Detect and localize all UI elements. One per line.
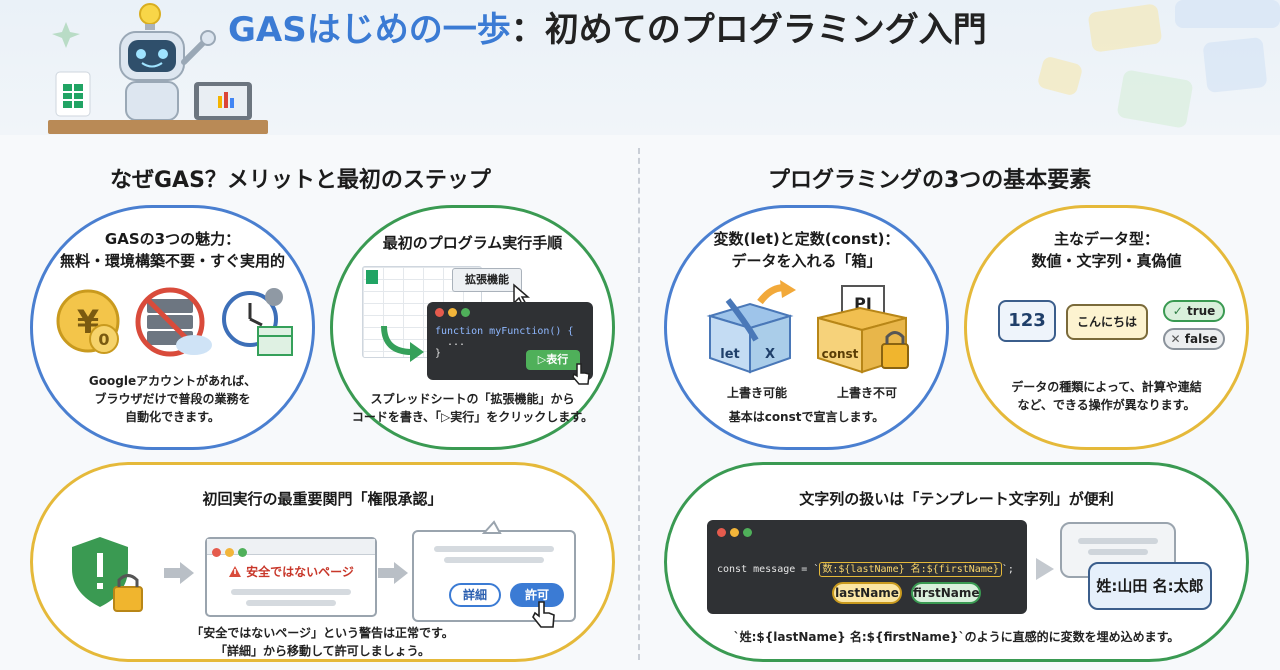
true-pill: ✓ true xyxy=(1163,300,1225,322)
let-box-icon: let X xyxy=(706,280,796,374)
decor-shape xyxy=(1087,3,1163,53)
result-bubble: 姓:山田 名:太郎 xyxy=(1088,562,1212,610)
check-icon: ✓ xyxy=(1172,304,1183,318)
hand-cursor-icon xyxy=(572,363,590,385)
auth-description: 「安全ではないページ」という警告は正常です。 「詳細」から移動して許可しましょう… xyxy=(191,626,454,658)
string-bubble: こんにちは xyxy=(1066,304,1148,340)
decor-shape xyxy=(1202,37,1268,93)
charm-description: Googleアカウントがあれば、 ブラウザだけで普段の業務を 自動化できます。 xyxy=(88,374,257,424)
auth-title: 初回実行の最重要関門「権限承認」 xyxy=(202,490,443,508)
section-divider xyxy=(638,148,640,660)
template-title: 文字列の扱いは「テンプレート文字列」が便利 xyxy=(799,490,1114,508)
const-caption: 上書き不可 xyxy=(836,386,897,400)
dialog-pointer xyxy=(482,520,502,534)
left-section-heading: なぜGAS？メリットと最初のステップ xyxy=(110,168,491,193)
steps-description: スプレッドシートの「拡張機能」から コードを書き、「▷実行」をクリックします。 xyxy=(351,392,594,424)
right-section-heading: プログラミングの3つの基本要素 xyxy=(768,168,1092,193)
warning-text: 安全ではないページ xyxy=(246,565,354,579)
decor-shape xyxy=(1036,55,1084,97)
types-description: データの種類によって、計算や連結 など、できる操作が異なります。 xyxy=(1011,380,1202,412)
code-line: } xyxy=(435,348,442,359)
shield-lock-icon xyxy=(72,537,143,612)
svg-text:const: const xyxy=(822,347,859,361)
firstName-tag: firstName xyxy=(911,582,981,604)
steps-title: 最初のプログラム実行手順 xyxy=(382,234,563,252)
page-title: GASはじめの一歩：初めてのプログラミング入門 xyxy=(228,2,987,51)
arrow-right-icon xyxy=(378,562,408,584)
yen-coin-icon: ¥ 0 xyxy=(56,289,120,354)
lightbulb-icon xyxy=(139,3,161,25)
details-button[interactable]: 詳細 xyxy=(449,583,501,607)
sparkle-icon xyxy=(52,22,80,48)
code-line: ... xyxy=(447,337,466,348)
template-expression: 数:${lastName} 名:${firstName} xyxy=(819,562,1002,577)
sheets-icon xyxy=(366,270,378,284)
let-caption: 上書き可能 xyxy=(726,386,787,400)
code-line: function myFunction() { xyxy=(435,326,574,337)
arrow-right-icon xyxy=(164,562,194,584)
extensions-menu[interactable]: 拡張機能 xyxy=(452,268,522,292)
cross-icon: ✕ xyxy=(1170,332,1181,346)
charm-icons: ¥ 0 xyxy=(56,287,293,357)
svg-text:X: X xyxy=(765,347,775,362)
vars-title: 変数(let)と定数(const)： データを入れる「箱」 xyxy=(713,230,900,270)
allow-button[interactable]: 許可 xyxy=(510,583,564,607)
title-accent: GASはじめの一歩 xyxy=(228,10,511,50)
svg-text:0: 0 xyxy=(98,330,109,349)
decor-shape xyxy=(1175,0,1280,28)
svg-text:let: let xyxy=(720,347,740,362)
false-pill: ✕ false xyxy=(1163,328,1225,350)
green-arrow-icon xyxy=(381,325,424,362)
hand-cursor-icon xyxy=(532,601,555,628)
lastName-tag: lastName xyxy=(832,582,902,604)
charm-title: GASの3つの魅力： 無料・環境構築不要・すぐ実用的 xyxy=(59,230,285,270)
vars-note: 基本はconstで宣言します。 xyxy=(728,410,885,424)
run-button[interactable]: ▷表行 xyxy=(526,350,580,370)
decor-shape xyxy=(1116,69,1194,129)
clock-calendar-icon xyxy=(222,288,293,356)
robot-illustration xyxy=(48,3,268,134)
const-box-icon: PI const xyxy=(817,285,909,374)
title-rest: ：初めてのプログラミング入門 xyxy=(510,10,987,50)
no-server-icon xyxy=(135,287,212,357)
arrow-right-icon xyxy=(1036,558,1054,580)
warning-browser-window: 安全ではないページ xyxy=(205,537,377,617)
lock-icon xyxy=(881,343,909,369)
template-code-line: const message = `数:${lastName} 名:${first… xyxy=(717,562,1014,577)
desk xyxy=(48,120,268,134)
types-title: 主なデータ型： 数値・文字列・真偽値 xyxy=(1031,230,1182,270)
template-description: `姓:${lastName} 名:${firstName}`のように直感的に変数… xyxy=(733,630,1180,644)
number-bubble: 123 xyxy=(998,300,1056,342)
warning-icon xyxy=(229,566,242,577)
